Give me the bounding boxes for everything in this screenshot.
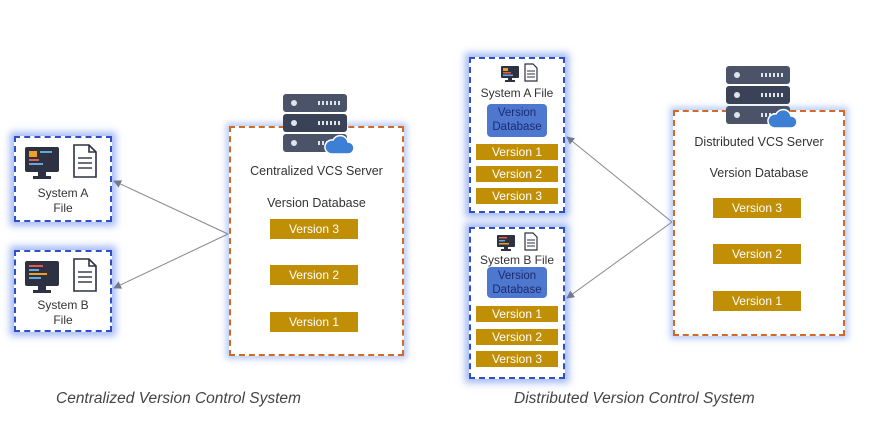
dist-caption: Distributed Version Control System — [514, 390, 755, 407]
arrow-dist-to-a — [566, 136, 673, 223]
dist-client-b-database: Version Database — [487, 267, 547, 298]
server-rack-icon — [283, 94, 359, 160]
central-version-box: Version 3 — [270, 219, 358, 239]
dist-client-a-version: Version 3 — [476, 188, 558, 204]
dist-client-b-version: Version 1 — [476, 306, 558, 322]
monitor-icon — [501, 66, 519, 82]
dist-client-b-version: Version 3 — [476, 351, 558, 367]
dist-client-a-label: System A File — [480, 86, 554, 100]
arrow-central-to-b — [113, 233, 229, 289]
central-version-box: Version 2 — [270, 265, 358, 285]
monitor-icon — [25, 261, 59, 293]
server-rack-icon — [726, 66, 802, 132]
dist-client-a-version: Version 1 — [476, 144, 558, 160]
dist-version-box: Version 1 — [713, 291, 801, 311]
central-client-b-box: System B File — [14, 250, 112, 332]
dist-version-box: Version 2 — [713, 244, 801, 264]
document-icon — [73, 144, 97, 178]
cloud-icon — [767, 108, 798, 129]
dist-client-b-label: System B File — [479, 253, 554, 267]
dist-client-a-version: Version 2 — [476, 166, 558, 182]
dist-client-b-box: System B File Version Database Version 1… — [469, 227, 565, 379]
arrow-central-to-a — [113, 180, 229, 235]
arrow-dist-to-b — [566, 221, 673, 299]
central-version-box: Version 1 — [270, 312, 358, 332]
monitor-icon — [25, 147, 59, 179]
dist-client-b-version: Version 2 — [476, 329, 558, 345]
document-icon — [524, 63, 538, 82]
central-database-label: Version Database — [267, 196, 366, 210]
dist-client-a-database: Version Database — [487, 104, 547, 137]
dist-database-label: Version Database — [709, 166, 809, 180]
central-caption: Centralized Version Control System — [56, 390, 301, 407]
dist-server-label: Distributed VCS Server — [694, 135, 824, 149]
central-client-a-box: System A File — [14, 136, 112, 222]
document-icon — [524, 232, 538, 251]
central-client-a-label: System A File — [37, 186, 89, 215]
monitor-icon — [497, 235, 515, 251]
central-client-b-label: System B File — [37, 298, 89, 327]
dist-version-box: Version 3 — [713, 198, 801, 218]
cloud-icon — [324, 134, 355, 155]
dist-client-a-box: System A File Version Database Version 1… — [469, 57, 565, 213]
central-server-label: Centralized VCS Server — [250, 164, 383, 178]
document-icon — [73, 258, 97, 292]
